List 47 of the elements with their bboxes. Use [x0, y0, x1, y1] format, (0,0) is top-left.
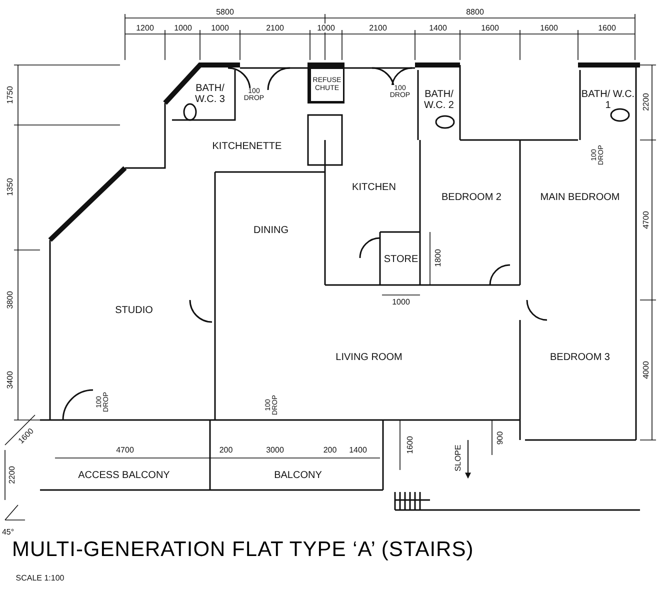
room-label: LIVING ROOM [336, 352, 402, 363]
dimension-label: 1800 [434, 249, 442, 267]
room-label: BATH/ W.C. 3 [194, 83, 226, 105]
room-label: BATH/ W.C. 1 [580, 89, 636, 111]
dimension-label: 1000 [392, 298, 410, 306]
room-label: BALCONY [274, 470, 322, 480]
dimension-label: 2100 [266, 24, 284, 32]
dimension-label: 3800 [6, 291, 14, 309]
slope-note: SLOPE [454, 444, 462, 472]
dimension-label: 1600 [481, 24, 499, 32]
dimension-label: 1750 [6, 86, 14, 104]
room-label: STUDIO [115, 304, 153, 316]
room-label: KITCHEN [352, 182, 396, 193]
scale-note: SCALE 1:100 [16, 574, 64, 582]
dimension-label: 1600 [406, 436, 414, 454]
dimension-label: 1600 [540, 24, 558, 32]
dimension-label: 3400 [6, 371, 14, 389]
dimension-label: 4000 [642, 361, 650, 379]
dimension-label: 1200 [136, 24, 154, 32]
angle-label: 45° [2, 528, 14, 536]
dimension-label: 200 [219, 446, 233, 454]
dimension-label: 1000 [211, 24, 229, 32]
dimension-label: 200 [323, 446, 337, 454]
dimension-label: 2200 [8, 466, 16, 484]
dimension-label: 1000 [317, 24, 335, 32]
dimension-label: 900 [496, 431, 504, 445]
dimension-label: 1350 [6, 178, 14, 196]
dimension-label: 8800 [466, 8, 484, 16]
dimension-label: 2100 [369, 24, 387, 32]
dimension-label: 4700 [116, 446, 134, 454]
dimension-label: 1400 [349, 446, 367, 454]
dimension-label: 4700 [642, 211, 650, 229]
room-label: BEDROOM 3 [550, 352, 610, 363]
dimension-label: 1600 [598, 24, 616, 32]
dimension-label: 3000 [266, 446, 284, 454]
dimension-label: 1000 [174, 24, 192, 32]
room-label: KITCHENETTE [212, 140, 282, 152]
dimension-label: 1400 [429, 24, 447, 32]
plan-title: MULTI-GENERATION FLAT TYPE ‘A’ (STAIRS) [12, 538, 474, 562]
room-label: BEDROOM 2 [441, 192, 502, 203]
dimension-label: 2200 [642, 93, 650, 111]
room-label: STORE [384, 254, 418, 264]
room-label: ACCESS BALCONY [78, 470, 170, 480]
room-label: BATH/ W.C. 2 [422, 89, 455, 111]
room-label: MAIN BEDROOM [540, 192, 620, 203]
room-label: DINING [254, 224, 288, 236]
dimension-label: 5800 [216, 8, 234, 16]
